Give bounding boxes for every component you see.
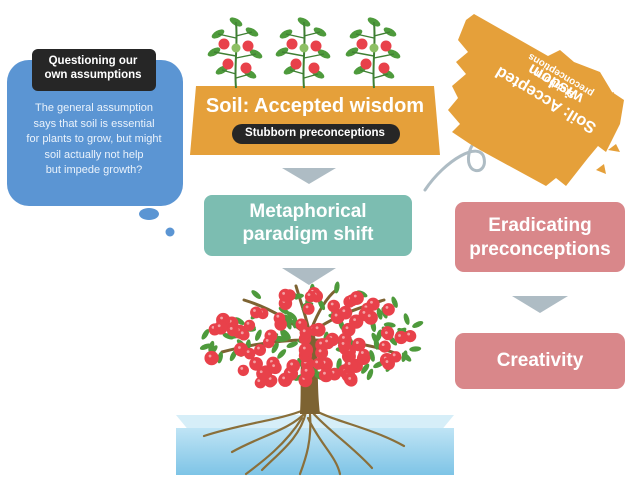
tree-tomato	[394, 330, 408, 345]
tree-tomato	[345, 374, 358, 387]
bubble-title-line1: Questioning our	[48, 55, 138, 67]
seedling-tomato	[369, 43, 379, 53]
tree-tomato	[243, 319, 256, 331]
tree-tomato	[378, 340, 391, 353]
tree-tomato	[204, 350, 219, 366]
water-tank	[176, 415, 454, 475]
tree-tomato	[213, 320, 228, 335]
soil-block	[190, 86, 440, 155]
seedling-tomato	[356, 38, 368, 50]
creativity-label: Creativity	[496, 350, 584, 371]
tree-tomato	[315, 346, 329, 360]
seedling	[345, 17, 401, 89]
arrow-down-3	[512, 296, 568, 313]
tree-tomato	[349, 291, 364, 305]
seedlings	[207, 17, 401, 89]
seedling-tomato	[378, 62, 390, 74]
eradicating-line1: Eradicating	[488, 215, 592, 236]
tree-tomato	[237, 364, 249, 377]
tree-tomato	[226, 324, 239, 337]
tomato-tree	[199, 281, 424, 476]
arrow-down-2	[282, 268, 336, 285]
seedling-tomato	[310, 40, 322, 52]
paradigm-shift-line2: paradigm shift	[242, 224, 374, 245]
seedling-tomato	[360, 58, 372, 70]
tree-tomato	[250, 306, 263, 319]
bubble-text: The general assumption says that soil is…	[14, 101, 174, 179]
paradigm-shift-line1: Metaphorical	[249, 201, 367, 222]
tree-tomato	[382, 329, 394, 341]
seedling	[207, 17, 263, 89]
bubble-text-line: soil actually not help	[44, 148, 144, 161]
tree-tomato	[337, 338, 352, 353]
bubble-text-line: The general assumption	[34, 102, 153, 114]
creativity-box	[455, 333, 625, 389]
eradicating-label: Eradicating preconceptions	[455, 214, 625, 262]
tree-tomato	[318, 368, 334, 383]
tree-tomato	[298, 342, 314, 358]
tree-tomato	[304, 290, 317, 303]
bubble-title-line2: own assumptions	[44, 69, 142, 81]
seedling-tomato	[231, 43, 241, 53]
paradigm-shift-label: Metaphorical paradigm shift	[204, 200, 412, 246]
tree-tomato	[312, 358, 325, 370]
seedling-tomato	[218, 38, 230, 50]
tree-tomato	[382, 303, 395, 316]
seedling-tomato	[240, 62, 252, 74]
tree-tomato	[268, 361, 282, 375]
bubble-title: Questioning our own assumptions	[37, 54, 149, 82]
bubble-text-line: says that soil is essential	[33, 117, 155, 130]
tree-tomato	[322, 336, 335, 350]
tree-tomato	[302, 302, 315, 315]
tree-tomato	[243, 347, 256, 360]
tree-tomato	[238, 329, 250, 341]
seedling-tomato	[299, 43, 309, 53]
bubble-text-line: for plants to grow, but might	[26, 133, 162, 145]
tree-tomato	[358, 348, 370, 361]
flipped-soil-strip	[448, 14, 624, 186]
tree-tomato	[254, 344, 267, 356]
tree-tomato	[278, 372, 293, 387]
soil-title: Soil: Accepted wisdom	[205, 95, 425, 117]
thought-bubble	[7, 49, 183, 237]
eradicating-line2: preconceptions	[469, 239, 611, 260]
soil-subtitle: Stubborn preconceptions	[245, 127, 385, 139]
seedling-tomato	[308, 62, 320, 74]
bubble-text-line: but impede growth?	[45, 164, 143, 176]
tree-tomato	[300, 365, 315, 380]
seedling-tomato	[222, 58, 234, 70]
paradigm-shift-box	[204, 195, 412, 256]
seedling-tomato	[380, 40, 392, 52]
tree-tomato	[278, 288, 292, 302]
seedling	[275, 17, 331, 89]
seedling-tomato	[286, 38, 298, 50]
tree-tomato	[311, 322, 326, 337]
tree-tomato	[363, 310, 378, 325]
tree-tomato	[286, 359, 300, 373]
tree-tomato	[249, 356, 263, 371]
tree-tomato	[262, 336, 275, 349]
tree-tomato	[390, 351, 402, 363]
seedling-tomato	[242, 40, 254, 52]
tree-tomato	[256, 367, 270, 381]
tree-tomato	[327, 299, 341, 313]
tree-tomato	[338, 305, 353, 320]
tree-tomato	[352, 337, 366, 352]
bubble-title-box	[32, 49, 156, 91]
tree-tomato	[299, 326, 313, 339]
tree-tomato	[273, 312, 286, 325]
eradicating-box	[455, 202, 625, 272]
seedling-tomato	[290, 58, 302, 70]
tree-tomato	[344, 358, 358, 373]
tree-tomato	[341, 322, 356, 337]
arrow-down-1	[282, 168, 336, 184]
soil-subtitle-pill	[232, 124, 400, 144]
